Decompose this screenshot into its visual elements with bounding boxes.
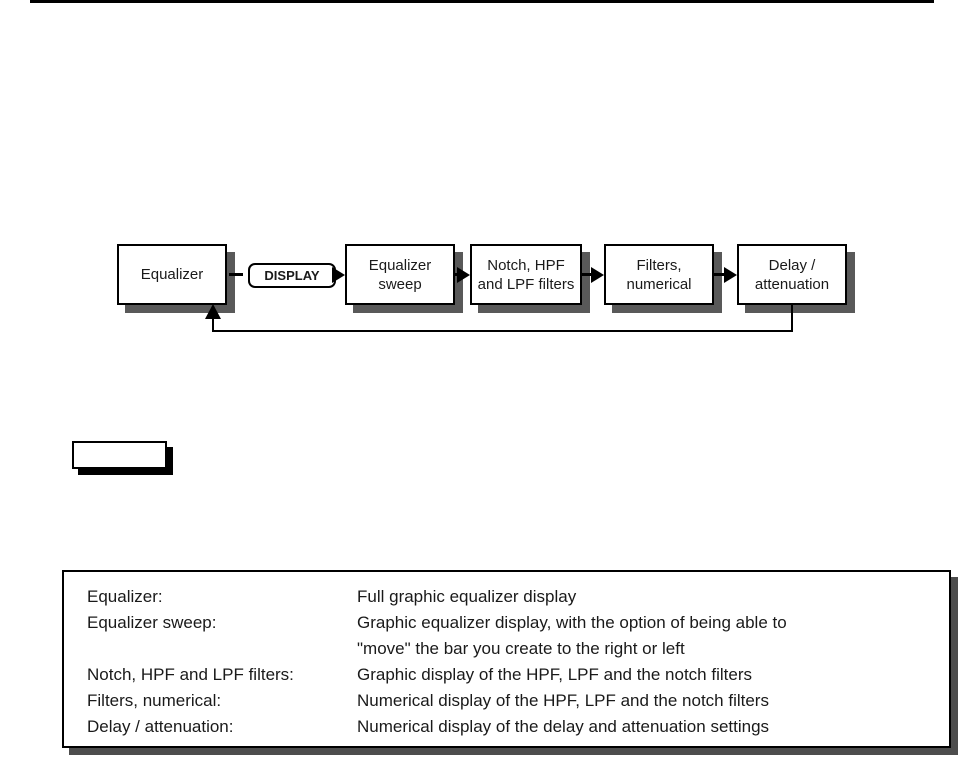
header-rule <box>30 0 934 3</box>
flow-box-equalizer: Equalizer <box>117 244 227 305</box>
legend-term: Equalizer sweep: <box>87 613 217 632</box>
arrow-right-icon <box>591 267 604 283</box>
legend-row: Delay / attenuation: Numerical display o… <box>87 714 949 740</box>
flow-box-label: numerical <box>626 275 692 293</box>
flow-box-delay-attenuation: Delay / attenuation <box>737 244 847 305</box>
legend-term: Filters, numerical: <box>87 691 222 710</box>
flow-box-label: sweep <box>378 275 422 293</box>
flow-box-label: Filters, <box>636 256 682 274</box>
legend-definition: Numerical display of the HPF, LPF and th… <box>357 691 769 710</box>
arrow-right-icon <box>457 267 470 283</box>
arrow-right-icon <box>724 267 737 283</box>
legend-definition: Numerical display of the delay and atten… <box>357 717 770 736</box>
display-key-label: DISPLAY <box>264 268 320 283</box>
legend-row: "move" the bar you create to the right o… <box>87 636 949 662</box>
legend-definition: "move" the bar you create to the right o… <box>357 639 685 658</box>
feedback-line-horizontal <box>212 330 793 332</box>
flow-box-label: Equalizer <box>368 256 432 274</box>
legend-row: Filters, numerical: Numerical display of… <box>87 688 949 714</box>
legend-row: Equalizer sweep: Graphic equalizer displ… <box>87 610 949 636</box>
legend-definition: Graphic equalizer display, with the opti… <box>357 613 787 632</box>
flow-box-label: Equalizer <box>140 266 204 283</box>
connector-line <box>714 273 726 276</box>
arrow-right-icon <box>332 267 345 283</box>
legend-table: Equalizer: Full graphic equalizer displa… <box>62 570 951 748</box>
flow-box-label: and LPF filters <box>477 275 575 293</box>
flow-box-label: Notch, HPF <box>487 256 565 274</box>
flow-box-label: attenuation <box>754 275 830 293</box>
legend-row: Equalizer: Full graphic equalizer displa… <box>87 584 949 610</box>
flow-box-notch-hpf-lpf-filters: Notch, HPF and LPF filters <box>470 244 582 305</box>
legend-term <box>87 636 357 662</box>
display-key-button: DISPLAY <box>248 263 336 288</box>
legend-term: Delay / attenuation: <box>87 717 234 736</box>
connector-dash <box>229 273 243 276</box>
connector-line <box>582 273 593 276</box>
legend-term: Notch, HPF and LPF filters: <box>87 665 294 684</box>
feedback-line-up <box>212 317 214 332</box>
feedback-line-down <box>791 305 793 332</box>
legend-definition: Full graphic equalizer display <box>357 587 577 606</box>
legend-definition: Graphic display of the HPF, LPF and the … <box>357 665 752 684</box>
arrow-up-icon <box>205 304 221 319</box>
flow-box-equalizer-sweep: Equalizer sweep <box>345 244 455 305</box>
blank-key-button <box>72 441 167 469</box>
legend-row: Notch, HPF and LPF filters: Graphic disp… <box>87 662 949 688</box>
legend-term: Equalizer: <box>87 587 163 606</box>
flow-box-label: Delay / <box>768 256 816 274</box>
flow-box-filters-numerical: Filters, numerical <box>604 244 714 305</box>
